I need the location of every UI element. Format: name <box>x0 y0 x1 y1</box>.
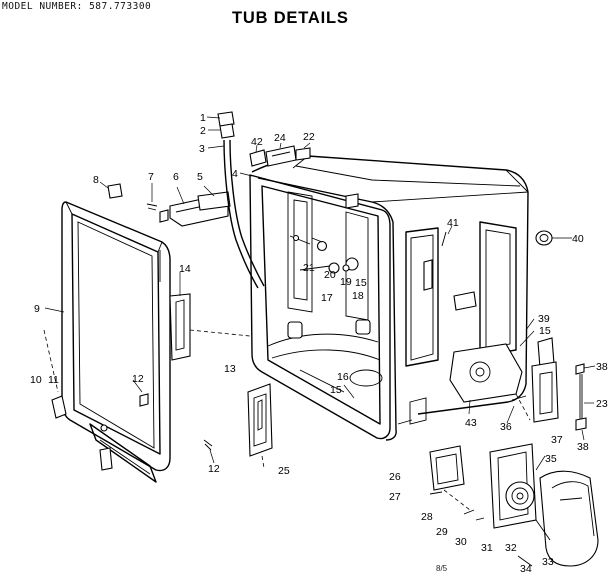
callout-15-right: 15 <box>539 325 551 337</box>
callout-38-upper: 38 <box>596 361 608 373</box>
valve-assembly <box>449 337 587 431</box>
spray-parts <box>289 234 359 274</box>
footer-code: 8/5 <box>436 564 448 573</box>
callout-41: 41 <box>447 217 459 229</box>
callout-15-lower: 15 <box>330 384 342 396</box>
callout-leaders <box>44 116 596 471</box>
model-number-text: MODEL NUMBER: 587.773300 <box>2 1 151 12</box>
fill-tube <box>217 111 265 289</box>
callout-42: 42 <box>251 136 263 148</box>
callout-5: 5 <box>197 171 203 183</box>
callout-43: 43 <box>465 417 477 429</box>
callout-21: 21 <box>303 262 315 274</box>
top-brackets <box>249 145 359 209</box>
callout-labels: 1 2 3 4 5 6 7 8 9 10 11 12 12 13 14 15 1… <box>30 112 608 573</box>
callout-2: 2 <box>200 125 206 137</box>
callout-30: 30 <box>455 536 467 548</box>
diagram-title: TUB DETAILS <box>232 9 349 27</box>
callout-8: 8 <box>93 174 99 186</box>
callout-36: 36 <box>500 421 512 433</box>
callout-24: 24 <box>274 132 286 144</box>
callout-34: 34 <box>520 563 532 573</box>
side-parts <box>423 230 553 311</box>
callout-37: 37 <box>551 434 563 446</box>
callout-27: 27 <box>389 491 401 503</box>
callout-39: 39 <box>538 313 550 325</box>
tub-body <box>249 155 529 441</box>
callout-19: 19 <box>340 276 352 288</box>
callout-12-door: 12 <box>132 373 144 385</box>
callout-4: 4 <box>232 168 238 180</box>
callout-3: 3 <box>199 143 205 155</box>
callout-9: 9 <box>34 303 40 315</box>
callout-33: 33 <box>542 556 554 568</box>
callout-13: 13 <box>224 363 236 375</box>
callout-35: 35 <box>545 453 557 465</box>
callout-38-lower: 38 <box>577 441 589 453</box>
callout-22: 22 <box>303 131 315 143</box>
callout-18: 18 <box>352 290 364 302</box>
callout-28: 28 <box>421 511 433 523</box>
callout-31: 31 <box>481 542 493 554</box>
callout-14: 14 <box>179 263 191 275</box>
callout-29: 29 <box>436 526 448 538</box>
callout-11: 11 <box>48 374 59 386</box>
callout-17: 17 <box>321 292 333 304</box>
door-hardware <box>43 183 251 471</box>
callout-40: 40 <box>572 233 584 245</box>
callout-26: 26 <box>389 471 401 483</box>
callout-7: 7 <box>148 171 154 183</box>
door-assembly <box>61 201 171 483</box>
dispenser-panel <box>247 383 273 469</box>
callout-6: 6 <box>173 171 179 183</box>
callout-20: 20 <box>324 269 336 281</box>
callout-25: 25 <box>278 465 290 477</box>
pump-motor-assembly <box>429 443 599 567</box>
callout-12-lower: 12 <box>208 463 220 475</box>
callout-1: 1 <box>200 112 206 124</box>
callout-16: 16 <box>337 371 349 383</box>
callout-32: 32 <box>505 542 517 554</box>
callout-23: 23 <box>596 398 608 410</box>
callout-10: 10 <box>30 374 42 386</box>
callout-15-upper: 15 <box>355 277 367 289</box>
